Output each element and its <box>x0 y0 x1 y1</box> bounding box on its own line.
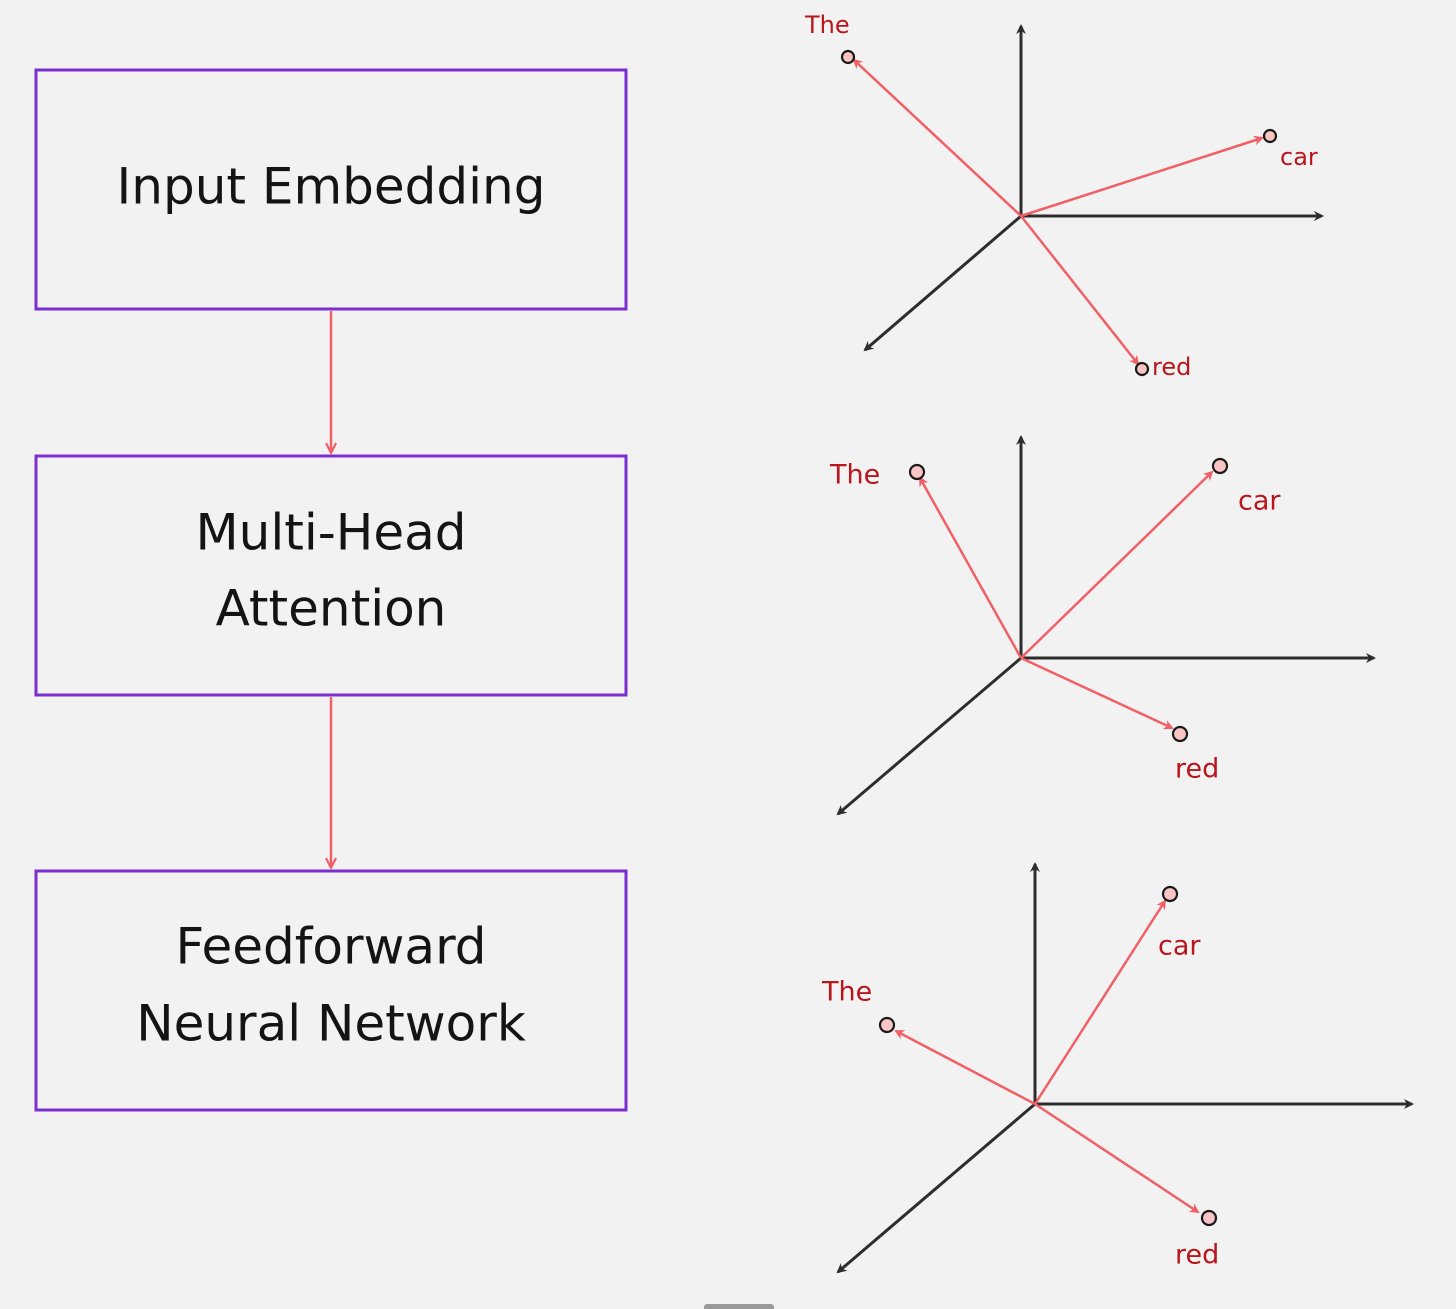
point-car <box>1161 885 1179 903</box>
box-label-line: Attention <box>216 580 447 638</box>
axis-depth <box>863 214 1022 352</box>
flow-box-feedforward-neural-network: Feedforward Neural Network <box>34 869 628 1112</box>
box-label-line: Input Embedding <box>117 158 546 216</box>
vector-red <box>1020 215 1140 366</box>
vector-red <box>1020 656 1174 730</box>
point-red <box>1171 725 1189 743</box>
vector-car <box>1033 899 1167 1105</box>
point-red <box>1200 1209 1218 1227</box>
word-label-red: red <box>1175 1240 1219 1271</box>
word-label-car: car <box>1238 486 1281 517</box>
word-label-car: car <box>1158 931 1201 962</box>
vector-car <box>1020 470 1214 659</box>
point-the <box>908 463 926 481</box>
box-label-line: Feedforward <box>176 918 487 976</box>
word-label-the: The <box>804 11 850 39</box>
word-label-the: The <box>829 460 880 491</box>
word-label-car: car <box>1280 143 1318 171</box>
box-label-line: Neural Network <box>136 995 526 1053</box>
flow-box-input-embedding: Input Embedding <box>34 68 628 311</box>
point-red <box>1134 361 1150 377</box>
vector-car <box>1020 135 1264 218</box>
embedding-space-panel-1: The car red <box>804 11 1324 381</box>
flow-box-multi-head-attention: Multi-Head Attention <box>34 454 628 697</box>
box-label-line: Multi-Head <box>196 504 467 562</box>
point-car <box>1262 128 1278 144</box>
scrollbar-thumb[interactable] <box>704 1304 774 1309</box>
vector-the <box>852 58 1022 217</box>
word-label-the: The <box>821 977 872 1008</box>
point-the <box>840 49 856 65</box>
axis-depth <box>836 1102 1036 1274</box>
embedding-space-panel-3: The car red <box>821 862 1414 1274</box>
vector-the <box>918 476 1023 659</box>
embedding-space-panel-2: The car red <box>829 435 1376 816</box>
word-label-red: red <box>1152 353 1191 381</box>
point-the <box>878 1016 896 1034</box>
point-car <box>1211 457 1229 475</box>
word-label-red: red <box>1175 754 1219 785</box>
vector-red <box>1034 1102 1200 1214</box>
vector-the <box>894 1029 1036 1106</box>
axis-depth <box>836 656 1022 816</box>
